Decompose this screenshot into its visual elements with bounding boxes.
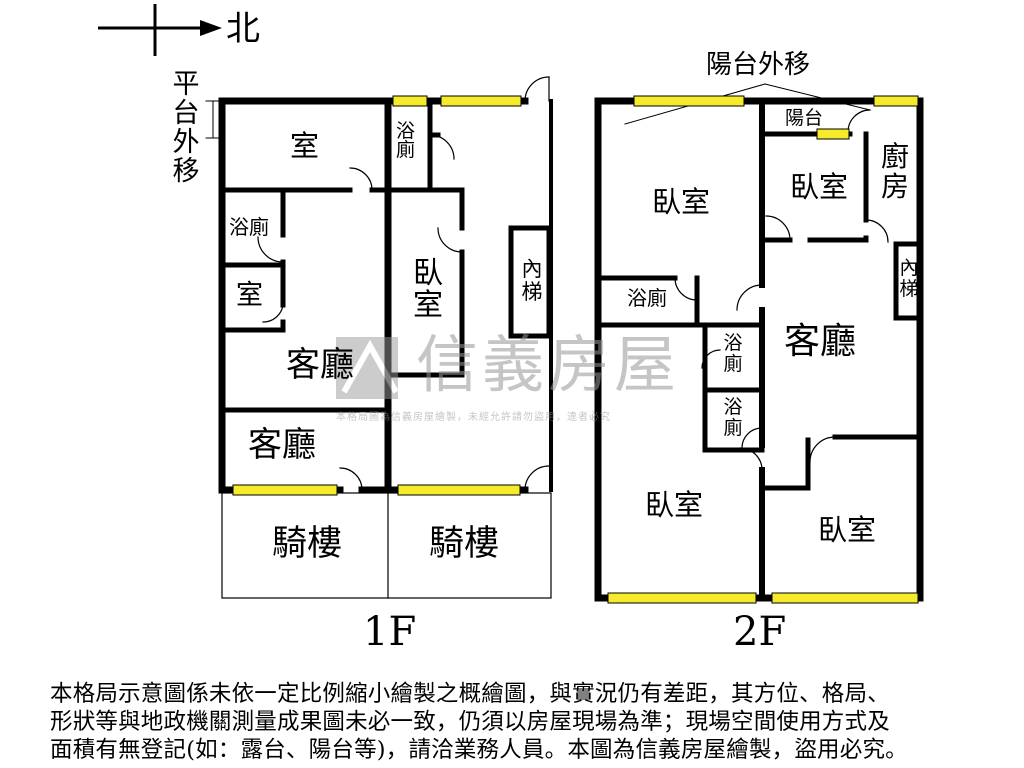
f2-bath-mid-1: 浴廁 — [723, 332, 743, 375]
f2-kitchen: 廚房 — [880, 140, 909, 204]
f1-bedroom: 臥室 — [413, 256, 443, 324]
watermark-logo — [336, 337, 399, 399]
north-label: 北 — [226, 9, 260, 49]
platform-note: 平台外移 — [172, 69, 200, 188]
f1-arcade-left: 騎樓 — [272, 524, 343, 564]
f1-room-small: 室 — [236, 280, 263, 311]
f2-bath-mid-2: 浴廁 — [723, 396, 743, 439]
f2-living: 客廳 — [784, 321, 857, 362]
f2-bedroom-nw: 臥室 — [652, 185, 711, 219]
f2-bath-left: 浴廁 — [627, 286, 667, 310]
f1-bath-top: 浴廁 — [396, 120, 416, 161]
f2-balcony: 陽台 — [785, 107, 824, 129]
f1-arcade-right: 騎樓 — [429, 524, 500, 564]
f1-room-top: 室 — [290, 129, 320, 163]
disclaimer-line: 本格局示意圖係未依一定比例縮小繪製之概繪圖，與實況仍有差距，其方位、格局、 — [50, 681, 890, 707]
f1-living-2: 客廳 — [248, 425, 316, 465]
f2-balcony-note: 陽台外移 — [706, 50, 811, 80]
f2-stair: 內梯 — [899, 257, 919, 300]
f2-bedroom-small: 臥室 — [790, 170, 849, 204]
floor2-title: 2F — [733, 609, 787, 655]
disclaimer: 本格局示意圖係未依一定比例縮小繪製之概繪圖，與實況仍有差距，其方位、格局、 形狀… — [50, 680, 980, 764]
f2-bedroom-se: 臥室 — [818, 513, 877, 547]
north-arrow-icon — [98, 4, 222, 56]
disclaimer-line: 形狀等與地政機關測量成果圖未必一致，仍須以房屋現場為準；現場空間使用方式及 — [50, 709, 890, 735]
f1-bath-left: 浴廁 — [229, 215, 269, 239]
floor1-title: 1F — [363, 609, 417, 655]
disclaimer-line: 面積有無登記(如：露台、陽台等)，請洽業務人員。本圖為信義房屋繪製，盜用必究。 — [50, 737, 908, 763]
floor2-windows — [607, 95, 919, 604]
f1-living-1: 客廳 — [286, 345, 354, 385]
f1-stair: 內梯 — [521, 257, 543, 304]
watermark-brand: 信義房屋 — [416, 328, 681, 401]
floor1-windows — [232, 95, 522, 496]
f2-bedroom-sw: 臥室 — [645, 488, 704, 522]
watermark-fine-print: 本格局圖為信義房屋繪製，未經允許請勿盜用，違者必究 — [336, 412, 611, 423]
